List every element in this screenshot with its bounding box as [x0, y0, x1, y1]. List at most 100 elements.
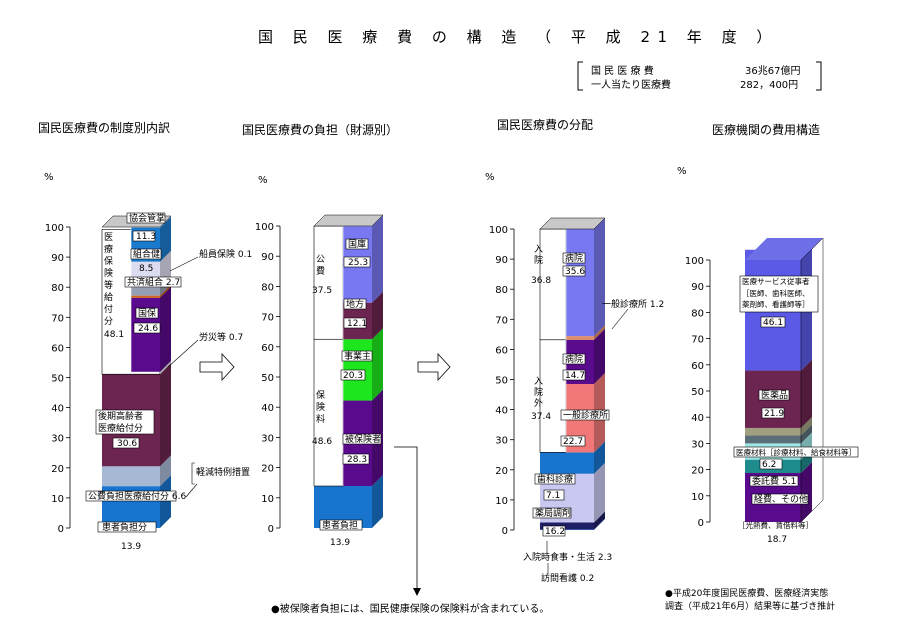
- svg-text:公: 公: [316, 254, 325, 265]
- label-sen-in: 船員保険 0.1: [199, 248, 252, 260]
- svg-text:療: 療: [104, 243, 113, 255]
- value-kyokai: 11.3: [136, 232, 156, 242]
- label-hihoken: 被保険者: [345, 433, 381, 445]
- bar-top: [313, 214, 384, 227]
- value-hoken: 48.6: [312, 437, 332, 447]
- bar-sub-segment: [131, 295, 160, 298]
- bar-segment: [102, 466, 160, 487]
- bar-segment-side: [372, 475, 383, 528]
- label-hoken: 保険料: [316, 389, 325, 425]
- chart4-title: 医療機関の費用構造: [712, 122, 820, 137]
- bar-sub-segment-side: [372, 328, 383, 401]
- bar-segment-side: [801, 359, 812, 428]
- summary-label-per-capita: 一人当たり医療費: [591, 78, 671, 91]
- label-kyokai: 協会管掌: [129, 212, 165, 224]
- bar-segment: [745, 427, 801, 436]
- y-tick-label: 60: [495, 345, 508, 356]
- bar-segment-side: [160, 363, 171, 467]
- label-kouki-1: 後期高齢者: [98, 410, 143, 422]
- value-hihoken: 28.3: [347, 455, 367, 465]
- y-tick-label: 20: [495, 466, 508, 477]
- chart2-unit: %: [258, 175, 268, 186]
- label-keihi: 経費、その他: [754, 493, 808, 505]
- label-ippan-2: 一般診療所: [563, 409, 608, 421]
- bar-sub-segment-side: [160, 284, 171, 298]
- svg-text:付: 付: [104, 304, 113, 315]
- svg-text:入: 入: [534, 244, 543, 255]
- y-tick-label: 100: [45, 223, 64, 234]
- bar-segment: [745, 435, 801, 444]
- label-byoin-1: 病院: [565, 252, 583, 264]
- y-tick-label: 10: [691, 492, 704, 503]
- bar-segment-side: [594, 511, 605, 530]
- y-tick-label: 70: [261, 313, 274, 324]
- arrow-icon: [417, 352, 451, 382]
- value-kanja: 13.9: [330, 538, 350, 548]
- value-kouki: 30.6: [117, 439, 137, 449]
- bar-sub-segment: [566, 229, 594, 337]
- y-tick-label: 100: [685, 256, 704, 267]
- value-chihou: 12.1: [347, 319, 367, 329]
- label-kouhi: 公費: [316, 254, 325, 277]
- value-zairyo: 6.2: [762, 460, 776, 470]
- summary-box: 国 民 医 療 費 36兆67億円 一人当たり医療費 282，400円: [577, 61, 822, 91]
- label-chihou: 地方: [346, 298, 364, 310]
- value-itaku: 5.1: [782, 477, 796, 487]
- y-tick-label: 20: [51, 464, 64, 475]
- summary-value-per-capita: 282，400円: [740, 80, 798, 91]
- summary-label-total: 国 民 医 療 費: [591, 64, 654, 77]
- bar-segment: [540, 522, 594, 530]
- y-tick-label: 90: [261, 252, 274, 263]
- label-rousai: 労災等 0.7: [199, 331, 243, 343]
- bar-segment-side: [594, 462, 605, 523]
- value-nyuingai: 37.4: [531, 412, 551, 422]
- value-kokuho: 24.6: [138, 324, 158, 334]
- chart1-unit: %: [44, 172, 54, 183]
- bar-segment: [540, 529, 594, 530]
- bar-segment-side: [801, 462, 812, 522]
- bars-layer: [101, 214, 824, 530]
- bar-sub-segment: [131, 287, 160, 296]
- svg-text:入: 入: [534, 376, 543, 387]
- summary-value-total: 36兆67億円: [745, 64, 800, 77]
- value-nyuin: 36.8: [531, 276, 551, 286]
- label-juji-2: ［医師、歯科医師、: [742, 288, 810, 298]
- y-tick-label: 100: [489, 225, 508, 236]
- y-tick-label: 60: [261, 343, 274, 354]
- label-keihi-sub: ［光熱費、賃借料等］: [738, 520, 813, 530]
- bar-segment: [313, 225, 344, 340]
- y-tick-label: 80: [691, 308, 704, 319]
- y-tick-label: 90: [495, 255, 508, 266]
- bar-top: [745, 238, 823, 260]
- y-tick-label: 80: [51, 283, 64, 294]
- y-tick-label: 10: [495, 496, 508, 507]
- value-kanja-futan: 13.9: [121, 542, 141, 552]
- svg-text:院: 院: [534, 254, 543, 266]
- label-shokuji: 入院時食事・生活 2.3: [523, 551, 612, 563]
- label-juji-1: 医療サービス従事者: [742, 276, 810, 286]
- label-houmon: 訪問看護 0.2: [541, 572, 594, 584]
- label-itaku: 委託費: [752, 475, 779, 487]
- y-tick-label: 50: [691, 387, 704, 398]
- label-kanja-futan: 患者負担分: [102, 521, 147, 533]
- svg-text:険: 険: [104, 268, 113, 279]
- bar-sub-segment-side: [372, 291, 383, 340]
- bar-sub-segment: [566, 336, 594, 340]
- label-tokurei: 軽減特例措置: [196, 466, 250, 478]
- y-tick-label: 0: [268, 524, 274, 535]
- label-kouhi-futan: 公費負担医療給付分 6.6: [88, 490, 186, 502]
- label-nyuingai: 入院外: [534, 376, 543, 409]
- value-jigyo: 20.3: [343, 371, 363, 381]
- axes-layer: 0102030405060708090100010203040506070809…: [45, 222, 711, 537]
- chart4-unit: %: [677, 166, 687, 177]
- y-tick-label: 100: [255, 222, 274, 233]
- bar-segment-side: [594, 518, 605, 530]
- y-tick-label: 0: [502, 526, 508, 537]
- label-byoin-2: 病院: [565, 353, 583, 365]
- y-tick-label: 70: [51, 313, 64, 324]
- bar-segment-side: [160, 455, 171, 487]
- chart2-title: 国民医療費の負担（財源別）: [242, 122, 398, 137]
- y-tick-label: 30: [495, 436, 508, 447]
- svg-text:外: 外: [534, 397, 543, 409]
